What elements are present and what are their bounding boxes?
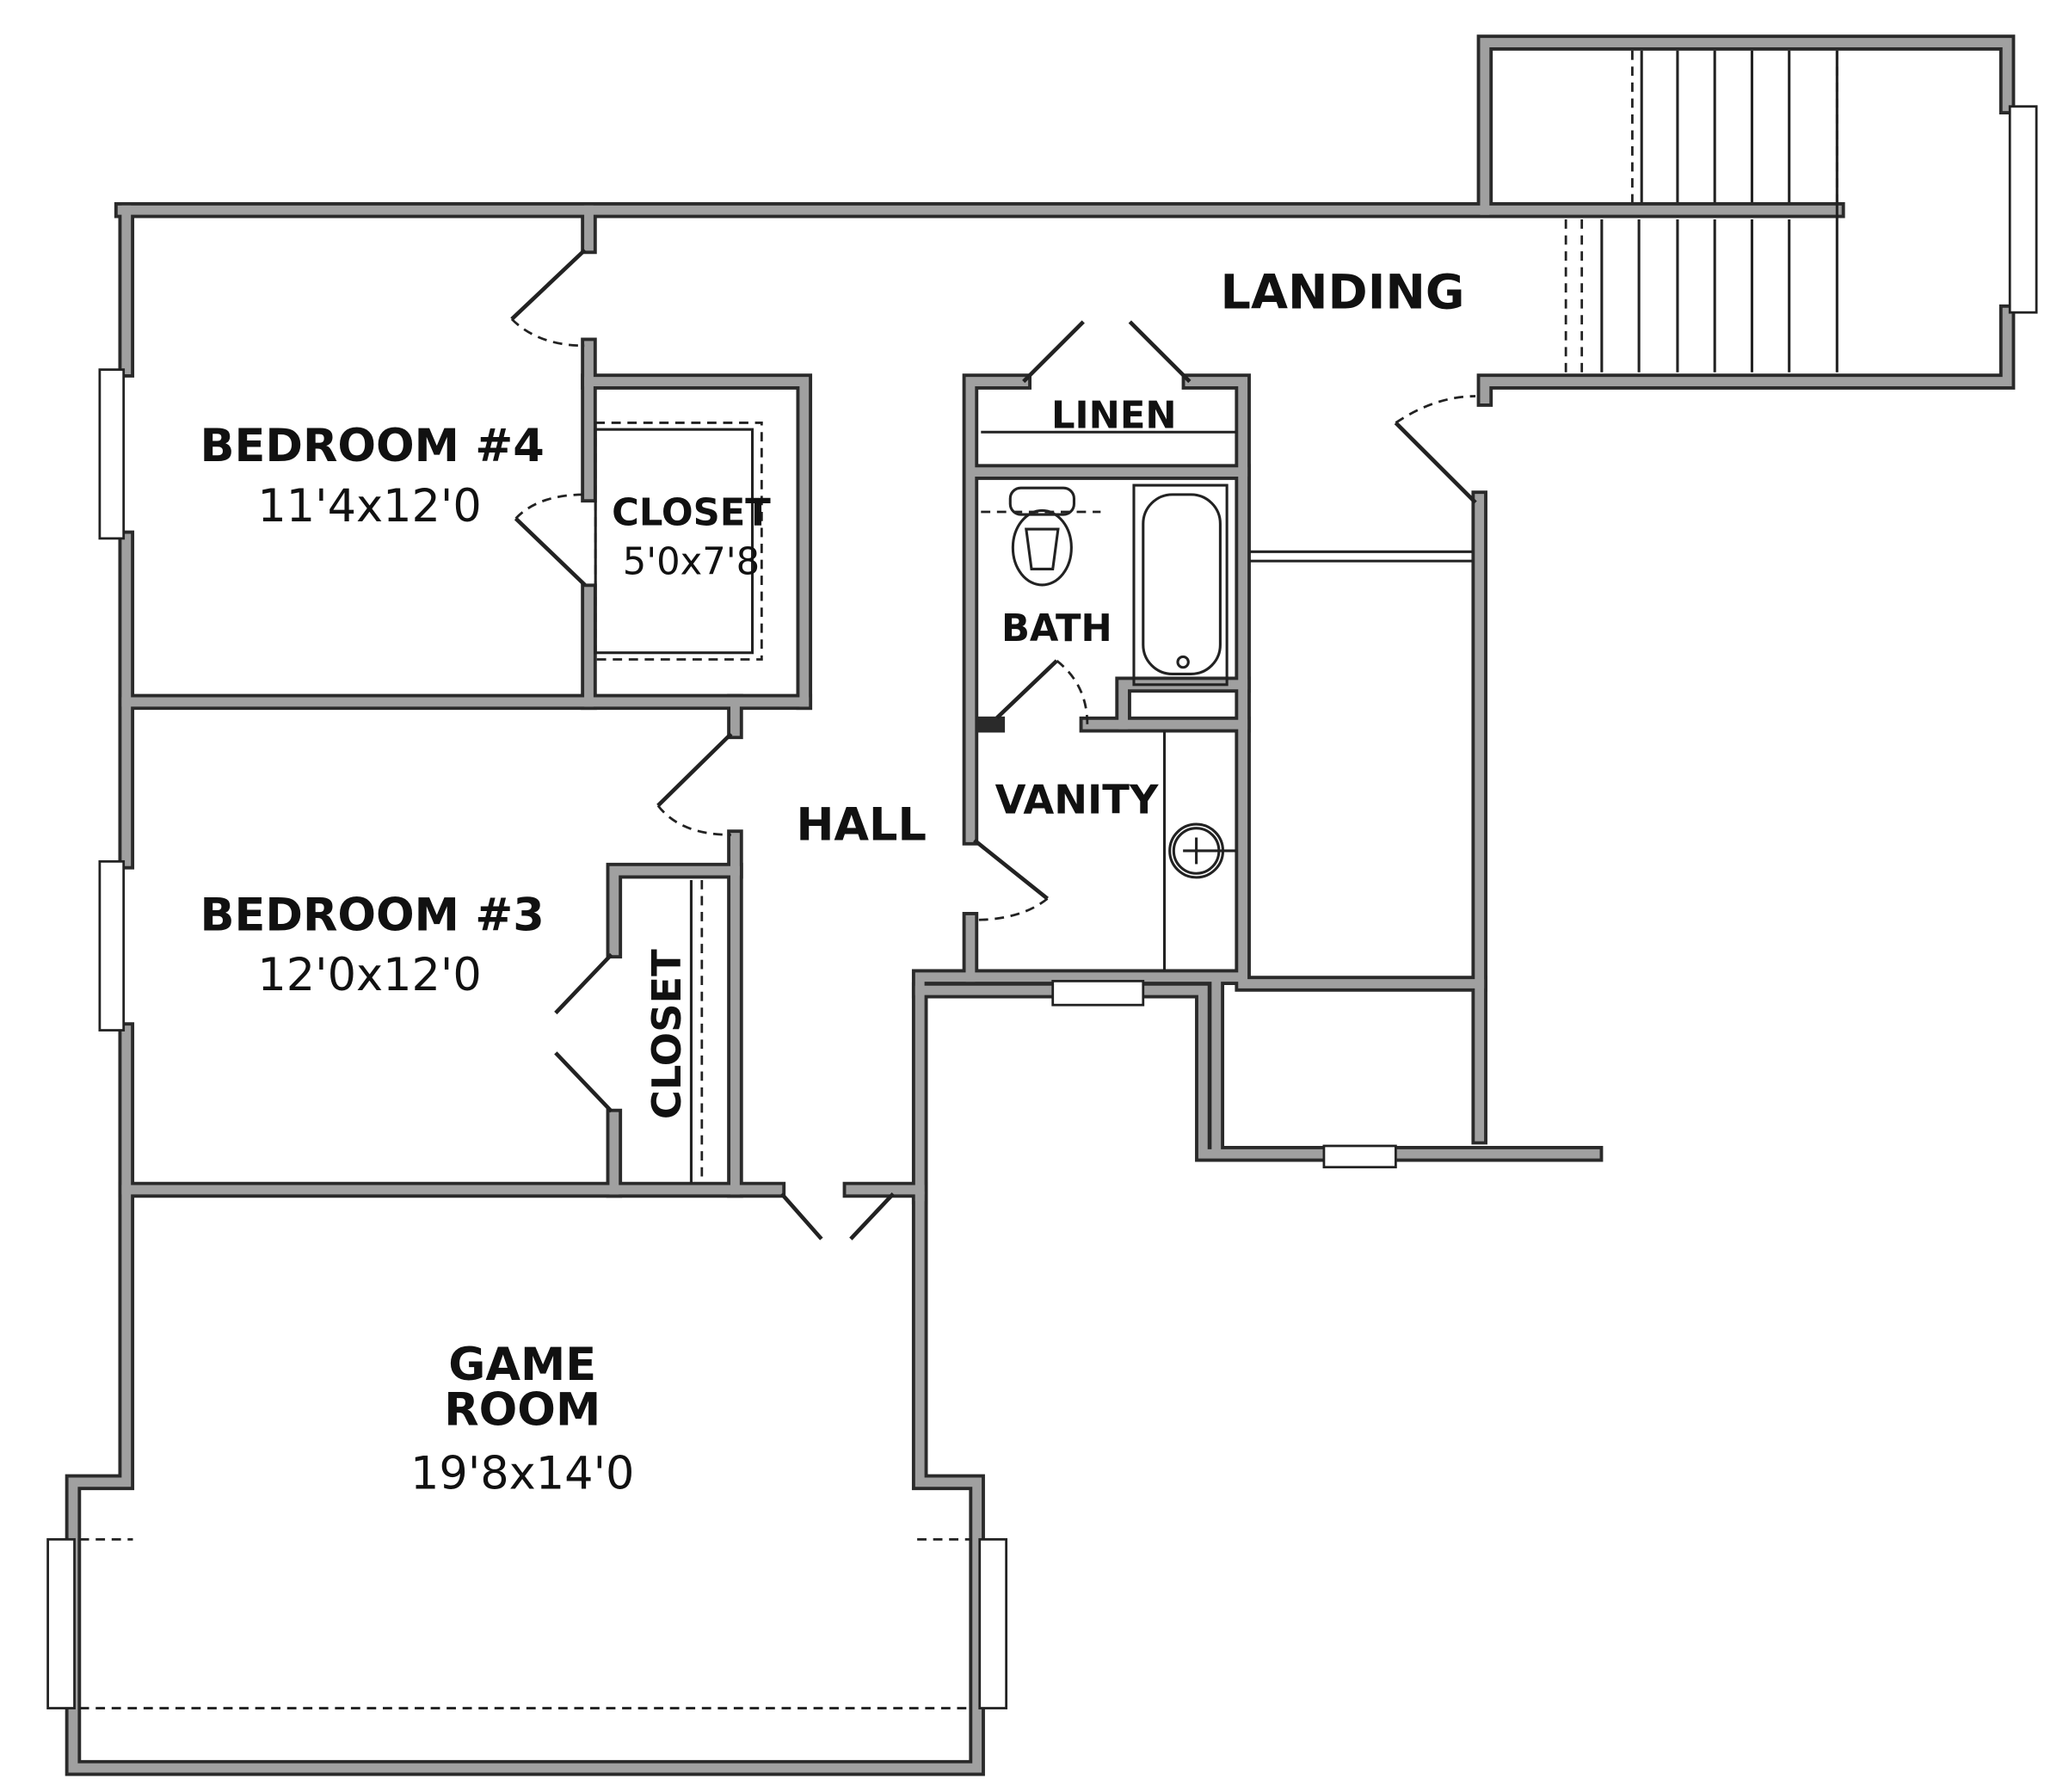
- hall-label: HALL: [796, 799, 927, 852]
- bedroom4-size: 11'4x12'0: [257, 480, 481, 533]
- closet4-label: CLOSET: [612, 491, 771, 534]
- game-room-size: 19'8x14'0: [410, 1448, 634, 1500]
- game-room-label-1: GAME: [448, 1339, 596, 1391]
- bedroom4-label: BEDROOM #4: [200, 420, 544, 472]
- game-room-label-2: ROOM: [444, 1383, 600, 1436]
- closet4-size: 5'0x7'8: [623, 541, 760, 584]
- walls: [65, 34, 2016, 1777]
- sink-icon: [1168, 822, 1236, 879]
- fixtures: [594, 422, 1473, 1184]
- room-labels: LANDING BEDROOM #4 11'4x12'0 CLOSET 5'0x…: [200, 265, 1464, 1500]
- bedroom3-size: 12'0x12'0: [257, 949, 481, 1001]
- stairs: [1564, 50, 1838, 373]
- bath-label: BATH: [1001, 607, 1112, 650]
- windows: [46, 105, 2038, 1709]
- doors: [510, 248, 1477, 1241]
- linen-label: LINEN: [1051, 395, 1177, 438]
- closet3-label: CLOSET: [644, 949, 690, 1119]
- toilet-icon: [981, 486, 1101, 587]
- vanity-label: VANITY: [995, 777, 1160, 823]
- bathtub-icon: [1132, 483, 1229, 687]
- bedroom3-label: BEDROOM #3: [200, 890, 544, 942]
- landing-label: LANDING: [1221, 265, 1465, 321]
